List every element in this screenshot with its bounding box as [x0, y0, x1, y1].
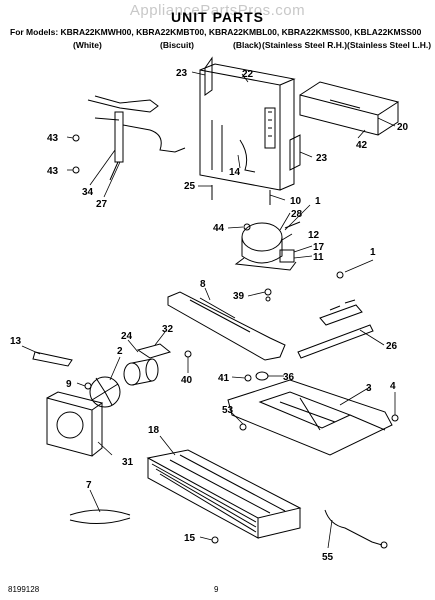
callout-36: 36: [283, 372, 295, 383]
variant-stainless: (Stainless Steel R.H.)(Stainless Steel L…: [262, 40, 432, 50]
fan-motor-part: [123, 343, 172, 386]
callout-24: 24: [121, 331, 133, 342]
callout-13: 13: [10, 336, 22, 347]
callout-1a: 1: [315, 196, 321, 207]
callout-4: 4: [390, 381, 396, 392]
fan-bracket-part: [32, 351, 73, 367]
callout-22: 22: [242, 69, 254, 80]
callout-10: 10: [290, 196, 302, 207]
callout-55: 55: [322, 552, 334, 563]
callout-25: 25: [184, 181, 196, 192]
callout-28: 28: [291, 209, 303, 220]
fan-shroud-part: [46, 391, 104, 457]
callout-2: 2: [117, 346, 123, 357]
bracket-right-part: [289, 134, 301, 171]
callout-23b: 23: [316, 153, 328, 164]
callout-27: 27: [96, 199, 108, 210]
callout-31: 31: [122, 457, 134, 468]
callout-26: 26: [386, 341, 398, 352]
callout-43b: 43: [47, 166, 59, 177]
callout-14: 14: [229, 167, 241, 178]
watermark: AppliancePartsPros.com: [129, 2, 306, 19]
document-number: 8199128: [8, 585, 40, 594]
base-plate-part: [227, 379, 393, 456]
callout-44: 44: [213, 223, 225, 234]
callout-7: 7: [86, 480, 92, 491]
callout-34: 34: [82, 187, 94, 198]
page-number: 9: [214, 585, 219, 594]
callout-9: 9: [66, 379, 72, 390]
condenser-part: [146, 449, 302, 539]
models-line: For Models: KBRA22KMWH00, KBRA22KMBT00, …: [10, 27, 422, 37]
callout-53: 53: [222, 405, 234, 416]
callout-17: 17: [313, 242, 325, 253]
callout-15: 15: [184, 533, 196, 544]
defrost-wire-part: [297, 299, 374, 359]
variant-black: (Black): [233, 40, 262, 50]
air-duct-part: [299, 81, 400, 136]
capillary-assembly-part: [72, 95, 186, 181]
model-variants: (White) (Biscuit) (Black) (Stainless Ste…: [0, 40, 435, 52]
callout-20: 20: [397, 122, 409, 133]
variant-biscuit: (Biscuit): [160, 40, 194, 50]
callout-11: 11: [313, 252, 324, 263]
variant-white: (White): [73, 40, 102, 50]
page-title: UNIT PARTS: [171, 9, 264, 25]
callout-42: 42: [356, 140, 368, 151]
overload-wire-part: [239, 139, 256, 173]
callout-18: 18: [148, 425, 160, 436]
callout-41: 41: [218, 373, 230, 384]
callout-3: 3: [366, 383, 372, 394]
callout-39: 39: [233, 291, 245, 302]
fan-blade-part: [89, 376, 121, 408]
compressor-tray-part: [167, 291, 286, 361]
back-panel-part: [199, 63, 296, 191]
wire-harness-part: [69, 509, 131, 524]
callout-32: 32: [162, 324, 174, 335]
callout-40: 40: [181, 375, 193, 386]
callout-12: 12: [308, 230, 320, 241]
drain-tube-part: [324, 509, 383, 546]
callout-43a: 43: [47, 133, 59, 144]
bracket-left-part: [204, 56, 213, 96]
callout-23a: 23: [176, 68, 188, 79]
callout-8: 8: [200, 279, 206, 290]
callout-1b: 1: [370, 247, 376, 258]
